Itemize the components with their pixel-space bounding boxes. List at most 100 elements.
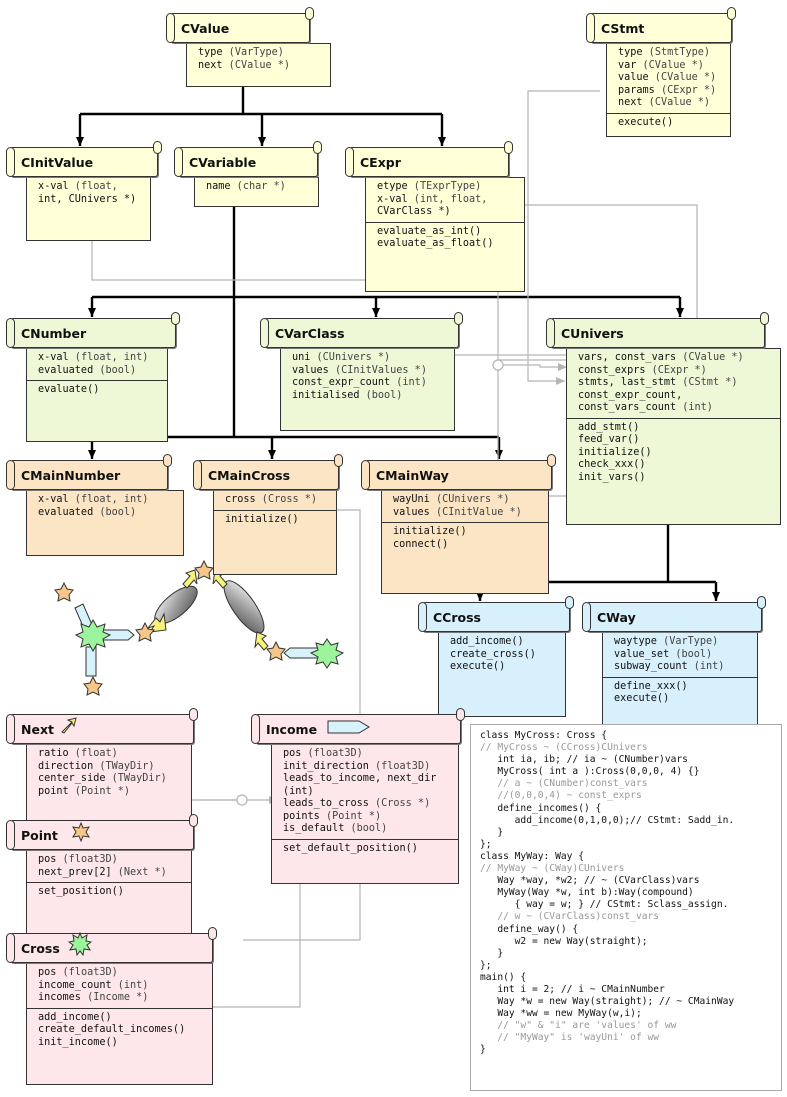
- class-body: wayUni (CUnivers *)values (CInitValue *)…: [381, 490, 549, 594]
- class-member: x-val (float, int): [38, 352, 149, 363]
- code-line: // a ~ (CNumber)const_vars: [480, 778, 648, 790]
- code-line: }: [480, 826, 504, 838]
- class-member: point (Point *): [38, 785, 131, 797]
- code-line: w2 = new Way(straight);: [480, 935, 648, 947]
- code-line: // "MyWay" is 'wayUni' of ww: [480, 1032, 660, 1044]
- class-member: type (VarType): [198, 47, 284, 58]
- class-section: pos (float3D)income_count (int)incomes (…: [27, 964, 212, 1008]
- class-member: next_prev[2] (Next *): [38, 866, 167, 878]
- class-header: CMainNumber: [6, 454, 172, 490]
- class-member: income_count (int): [38, 979, 149, 991]
- class-name: Point: [21, 828, 58, 843]
- class-section: x-val (float, int)evaluated (bool): [27, 349, 167, 380]
- class-member: pos (float3D): [38, 854, 118, 865]
- class-section: pos (float3D)next_prev[2] (Next *): [27, 851, 191, 882]
- class-member: type (StmtType): [618, 47, 711, 58]
- class-member: subway_count (int): [614, 661, 725, 672]
- class-member: ratio (float): [38, 748, 118, 759]
- class-body: pos (float3D)next_prev[2] (Next *) set_po…: [26, 850, 192, 942]
- class-member: values (CInitValues *): [292, 364, 427, 376]
- road-network-illustration: [54, 559, 345, 696]
- class-section: uni (CUnivers *)values (CInitValues *)co…: [281, 349, 454, 405]
- class-section: define_xxx()execute(): [603, 676, 757, 709]
- code-line: // w ~ (CVarClass)const_vars: [480, 911, 660, 923]
- class-body: add_income()create_cross()execute(): [438, 632, 566, 717]
- code-line: //(0,0,0,4) ~ const_exprs: [480, 790, 642, 802]
- class-name: Cross: [21, 941, 60, 956]
- class-member: set_position(): [38, 886, 124, 897]
- code-line: MyWay(Way *w, int b):Way(compound): [480, 887, 694, 899]
- class-member: leads_to_cross (Cross *): [283, 798, 431, 809]
- class-name: CWay: [597, 610, 636, 625]
- class-header: CVarClass: [260, 312, 463, 348]
- class-member: initialize(): [225, 513, 299, 525]
- class-header: CStmt: [586, 7, 736, 43]
- income-arrow-icon: [327, 719, 371, 739]
- class-section: pos (float3D)init_direction (float3D)lea…: [272, 745, 458, 839]
- class-name: CInitValue: [21, 155, 94, 170]
- class-member: vars, const_vars (CValue *): [578, 352, 744, 363]
- class-member: value (CValue *): [618, 72, 717, 83]
- class-member: evaluate_as_float(): [377, 238, 494, 249]
- code-line: // MyWay ~ (CWay)CUnivers: [480, 863, 625, 875]
- class-name: CVariable: [189, 155, 257, 170]
- class-body: pos (float3D)init_direction (float3D)lea…: [271, 744, 459, 884]
- class-member: init_direction (float3D): [283, 760, 431, 772]
- class-body: waytype (VarType)value_set (bool)subway_…: [602, 632, 758, 742]
- class-member: is_default (bool): [283, 823, 388, 834]
- class-header: CVariable: [174, 141, 322, 177]
- class-member: const_exprs (CExpr *): [578, 364, 707, 376]
- code-line: Way *w = new Way(straight); // ~ CMainWa…: [480, 996, 735, 1008]
- class-member: var (CValue *): [618, 59, 704, 71]
- class-section: initialize(): [214, 509, 336, 530]
- class-header: CInitValue: [6, 141, 162, 177]
- class-member: add_income(): [38, 1011, 112, 1023]
- code-line: define_incomes() {: [480, 802, 602, 814]
- class-member: evaluated (bool): [38, 506, 137, 518]
- class-header: CNumber: [6, 312, 180, 348]
- code-line: };: [480, 838, 492, 850]
- class-section: type (VarType)next (CValue *): [187, 44, 330, 75]
- class-member: cross (Cross *): [225, 494, 318, 505]
- class-member: waytype (VarType): [614, 636, 719, 647]
- class-member: execute(): [450, 661, 506, 672]
- class-section: name (char *): [195, 178, 318, 197]
- class-member: create_cross(): [450, 648, 536, 660]
- class-member: create_default_incomes(): [38, 1024, 186, 1035]
- class-member: CVarClass *): [377, 206, 451, 217]
- class-member: pos (float3D): [38, 967, 118, 978]
- class-section: etype (TExprType)x-val (int, float,CVarC…: [366, 178, 524, 222]
- class-member: name (char *): [206, 181, 286, 192]
- class-name: Income: [266, 722, 318, 737]
- class-header: CWay: [582, 596, 766, 632]
- class-name: CMainWay: [376, 468, 449, 483]
- class-section: execute(): [607, 112, 730, 133]
- code-line: main() {: [480, 971, 527, 983]
- class-header: CMainWay: [361, 454, 556, 490]
- class-member: next (CValue *): [618, 97, 711, 108]
- code-line: define_way() {: [480, 923, 579, 935]
- class-member: initialize(): [578, 446, 652, 458]
- class-member: next (CValue *): [198, 59, 291, 71]
- class-section: set_position(): [27, 882, 191, 902]
- class-name: CVarClass: [275, 326, 345, 341]
- class-section: evaluate(): [27, 380, 167, 400]
- class-member: int, CUnivers *): [38, 193, 137, 205]
- class-member: add_stmt(): [578, 421, 640, 433]
- class-name: CNumber: [21, 326, 87, 341]
- class-member: incomes (Income *): [38, 992, 149, 1003]
- class-section: wayUni (CUnivers *)values (CInitValue *): [382, 491, 548, 522]
- code-line: // MyCross ~ (CCross)CUnivers: [480, 742, 648, 754]
- class-member: initialize(): [393, 526, 467, 537]
- class-section: add_stmt()feed_var()initialize()check_xx…: [567, 417, 780, 488]
- class-name: CCross: [433, 610, 481, 625]
- class-header: CCross: [418, 596, 574, 632]
- point-star-icon: [71, 821, 91, 846]
- code-line: { way = w; } // CStmt: Sclass_assign.: [480, 899, 729, 911]
- class-section: initialize()connect(): [382, 522, 548, 554]
- class-section: waytype (VarType)value_set (bool)subway_…: [603, 633, 757, 677]
- class-section: add_income()create_cross()execute(): [439, 633, 565, 677]
- class-member: direction (TWayDir): [38, 760, 155, 772]
- class-member: evaluate(): [38, 384, 100, 395]
- class-member: wayUni (CUnivers *): [393, 494, 510, 505]
